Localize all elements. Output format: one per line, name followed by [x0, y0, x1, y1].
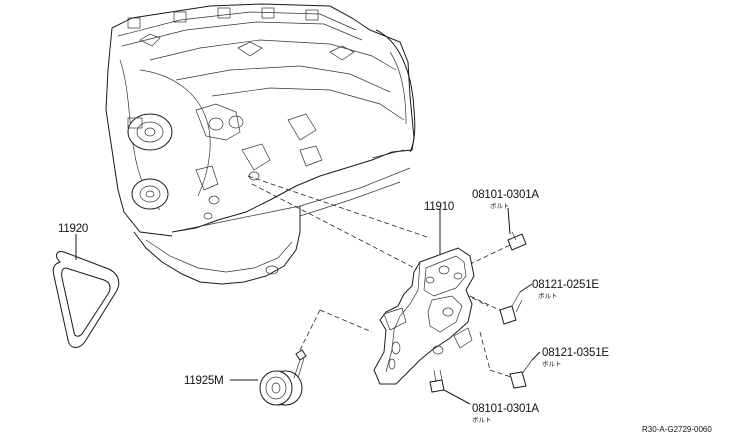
bolt-lower-name: ボルト [542, 360, 562, 368]
idler-pulley [259, 349, 307, 406]
bolt-bottom [429, 369, 471, 405]
drive-belt [52, 251, 120, 348]
bolt-lower-part-number[interactable]: 08121-0351E [542, 347, 610, 359]
bolt-bottom-name: ボルト [472, 416, 492, 424]
bolt-bottom-part-number[interactable]: 08101-0301A [472, 403, 540, 415]
bolt-mid-name: ボルト [538, 292, 558, 300]
bolt-middle [499, 283, 533, 325]
diagram-reference-code: R30-A-G2729-0060 [642, 425, 712, 434]
bolt-mid-part-number[interactable]: 08121-0251E [532, 279, 600, 291]
bolt-top-part-number[interactable]: 08101-0301A [472, 189, 540, 201]
bolt-lower [509, 351, 541, 389]
bolt-top [507, 207, 527, 251]
belt-part-number[interactable]: 11920 [58, 223, 88, 235]
mounting-bracket [373, 247, 475, 385]
idler-pulley-part-number[interactable]: 11925M [184, 375, 224, 387]
assembly-guide-lines [247, 175, 515, 379]
bracket-part-number[interactable]: 11910 [424, 201, 454, 213]
engine-block-drawing [105, 3, 416, 285]
bolt-top-name: ボルト [490, 202, 510, 210]
